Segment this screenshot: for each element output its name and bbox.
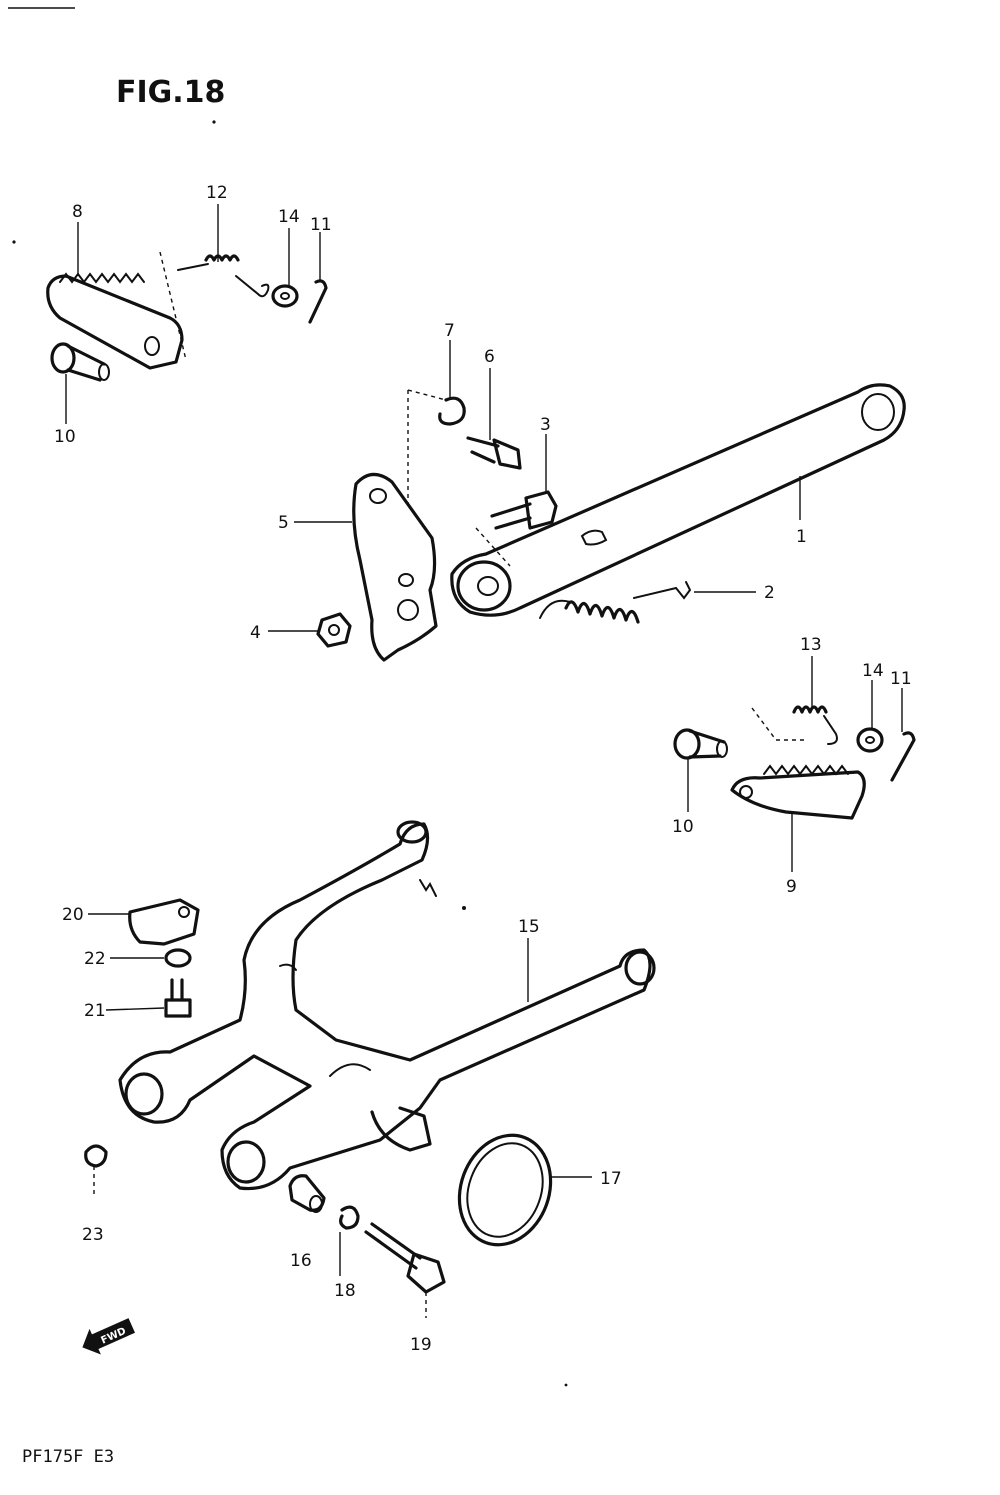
figure-title: FIG.18 (116, 75, 225, 110)
fwd-arrow-icon: FWD (82, 1318, 136, 1355)
part-13-footpeg-spring (792, 705, 838, 745)
part-2-side-stand-spring (539, 581, 692, 624)
part-16-collar (288, 1174, 326, 1213)
callout-11-left: 11 (310, 215, 332, 235)
part-22-washer (164, 948, 192, 968)
callout-11-right: 11 (890, 669, 912, 689)
callout-14-left: 14 (278, 207, 300, 227)
callout-15: 15 (518, 917, 540, 937)
callout-1: 1 (796, 527, 807, 547)
callout-3: 3 (540, 415, 551, 435)
callout-10-right: 10 (672, 817, 694, 837)
callout-13: 13 (800, 635, 822, 655)
part-18-washer (339, 1205, 360, 1230)
part-15-center-stand (118, 820, 656, 1191)
part-23-cap (84, 1144, 108, 1196)
callout-20: 20 (62, 905, 84, 925)
callout-4: 4 (250, 623, 261, 643)
part-4-nut (316, 612, 352, 648)
callout-6: 6 (484, 347, 495, 367)
callout-22: 22 (84, 949, 106, 969)
leader-lines (65, 204, 903, 1276)
part-20-bracket (128, 898, 200, 946)
part-8-left-footpeg (46, 251, 187, 370)
callout-14-right: 14 (862, 661, 884, 681)
callout-labels: 8 10 12 14 11 7 6 3 5 4 1 2 13 14 11 10 … (54, 183, 912, 1355)
part-5-stand-bracket (352, 389, 447, 662)
callout-23: 23 (82, 1225, 104, 1245)
callout-17: 17 (600, 1169, 622, 1189)
part-19-bolt (364, 1222, 446, 1318)
part-12-footpeg-spring (177, 254, 270, 298)
callout-5: 5 (278, 513, 289, 533)
scan-specks (12, 120, 466, 910)
callout-16: 16 (290, 1251, 312, 1271)
model-code: PF175F E3 (22, 1447, 114, 1467)
part-11-cotter-pin-right (890, 731, 916, 782)
callout-12: 12 (206, 183, 228, 203)
callout-19: 19 (410, 1335, 432, 1355)
callout-18: 18 (334, 1281, 356, 1301)
part-17-o-ring (457, 1133, 553, 1247)
callout-21: 21 (84, 1001, 106, 1021)
scan-speck (564, 1383, 568, 1387)
callout-9: 9 (786, 877, 797, 897)
part-14-washer-left (271, 284, 299, 308)
part-9-right-footpeg (730, 707, 866, 820)
part-1-side-stand (450, 383, 906, 617)
part-21-bolt (164, 978, 192, 1018)
part-6-bolt (466, 436, 522, 470)
callout-10-left: 10 (54, 427, 76, 447)
part-7-lock-washer (438, 396, 466, 426)
callout-8: 8 (72, 202, 83, 222)
part-11-cotter-pin-left (308, 279, 328, 324)
part-10-footpeg-pin-left (50, 342, 110, 382)
callout-2: 2 (764, 583, 775, 603)
callout-7: 7 (444, 321, 455, 341)
part-10-footpeg-pin-right (673, 728, 728, 760)
part-3-bolt (490, 490, 558, 530)
part-14-washer-right (856, 727, 884, 753)
